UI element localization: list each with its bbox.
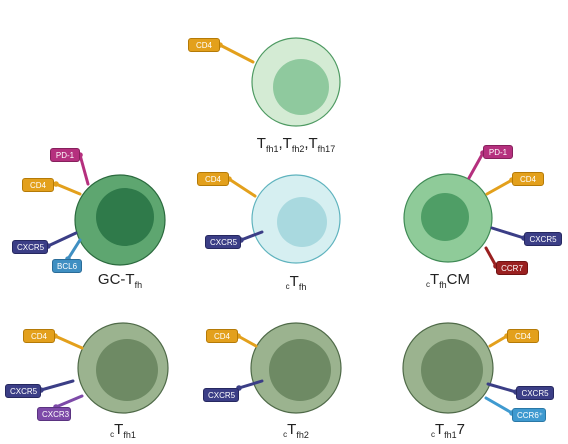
- ccr7-receptor: [484, 246, 498, 268]
- cell-label-ctfh: cTfh: [286, 273, 307, 292]
- label-subscript: fh: [134, 280, 143, 290]
- pd1-receptor: [467, 151, 485, 180]
- cxcr3-receptor: [54, 394, 84, 409]
- label-text: T: [289, 273, 299, 290]
- pd1-tag: PD-1: [483, 145, 513, 159]
- label-subscript: fh: [298, 282, 307, 292]
- pd1-tag: PD-1: [50, 148, 80, 162]
- cell-nucleus: [96, 339, 158, 401]
- bcl6-receptor: [66, 238, 82, 261]
- label-text: GC-T: [97, 271, 135, 288]
- label-prefix: c: [285, 282, 290, 291]
- cell-label-ctfh1: cTfh1: [110, 421, 136, 440]
- cd4-receptor: [485, 178, 514, 196]
- cxcr5-receptor: [237, 379, 264, 390]
- label-subscript: fh1: [444, 430, 457, 440]
- ccr6-receptor: [484, 396, 514, 415]
- label-text: T: [429, 271, 440, 288]
- cell-nucleus: [421, 339, 483, 401]
- label-text: ,T: [304, 135, 318, 152]
- label-subscript: fh1: [123, 430, 136, 440]
- cell-nucleus: [421, 193, 469, 241]
- cxcr5-receptor: [39, 379, 75, 392]
- label-subscript: fh17: [317, 144, 336, 154]
- cxcr5-receptor: [486, 382, 518, 394]
- label-text: ,T: [278, 135, 292, 152]
- cxcr5-tag: CXCR5: [205, 235, 241, 249]
- cell-label-ctfh-cm: cTfhCM: [426, 271, 470, 290]
- cd4-receptor: [53, 334, 84, 350]
- cd4-tag: CD4: [507, 329, 539, 343]
- cxcr5-tag: CXCR5: [203, 388, 239, 402]
- cxcr5-tag: CXCR5: [524, 232, 562, 246]
- label-prefix: c: [110, 430, 115, 439]
- label-prefix: c: [425, 280, 430, 289]
- cd4-tag: CD4: [197, 172, 229, 186]
- label-suffix: 7: [456, 421, 466, 438]
- bcl6-tag: BCL6: [52, 259, 82, 273]
- pd1-receptor: [78, 153, 90, 186]
- cd4-receptor-head: [53, 181, 59, 187]
- cell-label-tfh-subsets: Tfh1,Tfh2,Tfh17: [257, 135, 335, 154]
- cxcr5-tag: CXCR5: [5, 384, 41, 398]
- cell-nucleus: [269, 339, 331, 401]
- cxcr5-receptor: [239, 230, 264, 242]
- cxcr3-tag: CXCR3: [37, 407, 71, 421]
- cd4-tag: CD4: [206, 329, 238, 343]
- label-text: T: [114, 421, 124, 438]
- label-prefix: c: [430, 430, 435, 439]
- cell-label-ctfh17: cTfh17: [431, 421, 465, 440]
- ccr6-tag: CCR6⁺: [512, 408, 546, 422]
- cell-nucleus: [277, 197, 327, 247]
- label-text: T: [256, 135, 266, 152]
- ccr7-tag: CCR7: [496, 261, 528, 275]
- label-suffix: CM: [446, 271, 471, 288]
- cxcr5-receptor: [46, 231, 78, 248]
- cell-label-gc-tfh: GC-Tfh: [98, 271, 142, 290]
- cd4-receptor: [488, 334, 509, 348]
- cxcr5-tag: CXCR5: [12, 240, 48, 254]
- cd4-tag: CD4: [23, 329, 55, 343]
- label-subscript: fh1: [265, 144, 279, 154]
- label-subscript: fh2: [296, 430, 309, 440]
- cell-nucleus: [96, 188, 154, 246]
- cd4-receptor: [218, 43, 255, 64]
- cxcr5-receptor: [490, 226, 526, 240]
- label-subscript: fh: [439, 280, 447, 290]
- label-subscript: fh2: [291, 144, 305, 154]
- cd4-tag: CD4: [512, 172, 544, 186]
- cd4-receptor: [227, 177, 257, 198]
- label-text: T: [434, 421, 445, 438]
- cell-nucleus: [273, 59, 329, 115]
- label-prefix: c: [283, 430, 288, 439]
- cd4-tag: CD4: [188, 38, 220, 52]
- cell-label-ctfh2: cTfh2: [283, 421, 309, 440]
- label-text: T: [287, 421, 297, 438]
- cd4-receptor: [236, 334, 258, 348]
- cd4-tag: CD4: [22, 178, 54, 192]
- cxcr5-tag: CXCR5: [516, 386, 554, 400]
- cd4-receptor: [54, 182, 82, 196]
